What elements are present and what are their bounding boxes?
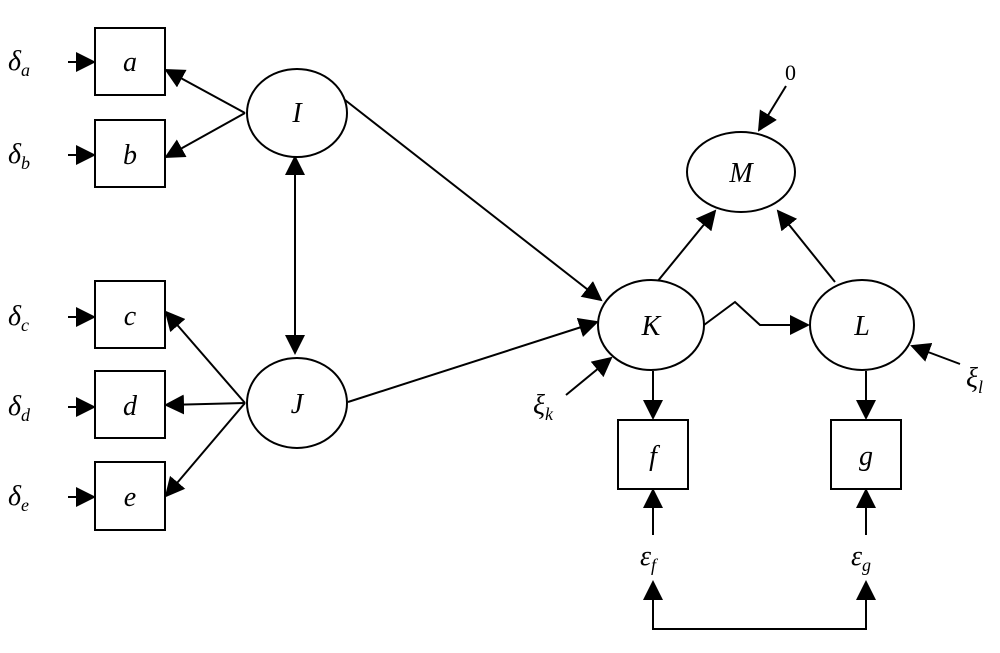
box-e <box>94 461 166 531</box>
label-c: c <box>124 301 137 332</box>
label-f: f <box>649 441 660 472</box>
label-L: L <box>853 311 870 342</box>
box-a <box>94 27 166 96</box>
label-M: M <box>728 158 754 189</box>
box-f <box>617 419 689 490</box>
edge-J-to-K <box>347 317 599 403</box>
label-b: b <box>123 140 137 171</box>
edge-I-to-a <box>164 69 246 114</box>
label-zero: 0 <box>785 60 796 85</box>
error-terms: δa δb δc δd δe ξk ξl εf εg 0 <box>8 46 983 575</box>
box-d <box>94 370 166 439</box>
edge-xi-k-to-K <box>565 356 613 396</box>
ellipse-K <box>597 279 705 371</box>
ellipse-L <box>809 279 915 371</box>
observed-variables: a b c d e f g <box>94 27 902 531</box>
edge-J-to-c <box>164 310 246 404</box>
label-e: e <box>124 482 136 513</box>
ellipse-J <box>246 357 348 449</box>
edge-K-to-L <box>703 300 810 335</box>
box-g <box>830 419 902 490</box>
label-d: d <box>123 391 138 422</box>
label-a: a <box>123 47 137 78</box>
label-K: K <box>641 311 662 342</box>
edge-L-to-M <box>776 209 836 283</box>
label-delta-e: δe <box>8 481 29 515</box>
edge-I-to-K <box>344 99 603 302</box>
label-eps-f: εf <box>640 541 659 575</box>
label-xi-k: ξk <box>533 390 554 424</box>
label-delta-b: δb <box>8 139 30 173</box>
label-xi-l: ξl <box>966 363 983 397</box>
edge-zero-to-M <box>757 85 787 132</box>
label-delta-c: δc <box>8 301 29 335</box>
latent-variables: I J K L M <box>246 68 915 449</box>
box-b <box>94 119 166 188</box>
edge-K-to-M <box>656 209 717 283</box>
label-g: g <box>859 441 873 472</box>
label-I: I <box>291 98 303 129</box>
box-c <box>94 280 166 349</box>
label-delta-d: δd <box>8 391 31 425</box>
edge-eps-f-eps-g-covariance <box>643 580 876 630</box>
edge-xi-l-to-L <box>910 342 961 365</box>
ellipse-I <box>246 68 348 158</box>
edges <box>68 52 961 630</box>
label-J: J <box>291 389 305 420</box>
edge-J-to-d <box>164 394 246 415</box>
edge-I-to-b <box>164 112 246 158</box>
edge-J-to-e <box>164 402 246 498</box>
label-eps-g: εg <box>851 541 871 575</box>
label-delta-a: δa <box>8 46 30 80</box>
ellipse-M <box>686 131 796 213</box>
